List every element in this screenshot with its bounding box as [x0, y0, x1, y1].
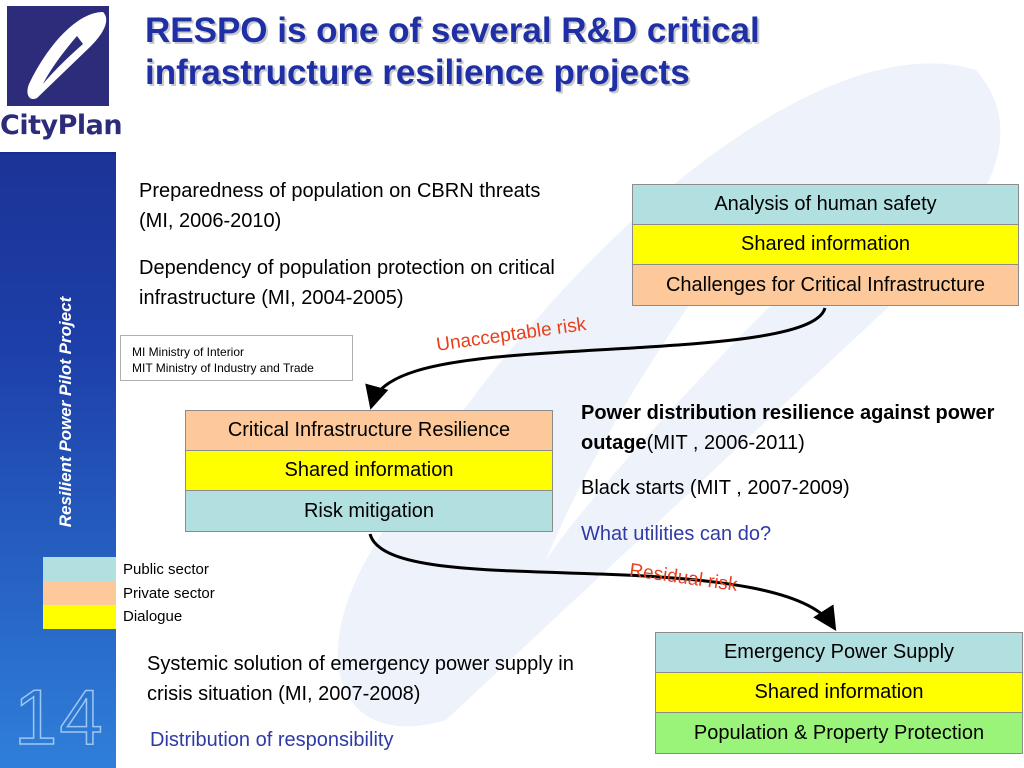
box-resilience: Critical Infrastructure Resilience Share… — [185, 410, 553, 532]
box-analysis: Analysis of human safety Shared informat… — [632, 184, 1019, 306]
legend-swatch-private — [43, 581, 116, 605]
project-power-distribution-title: Power distribution resilience against po… — [581, 402, 995, 454]
legend-swatch-dialogue — [43, 605, 116, 629]
box-resilience-row-public: Risk mitigation — [186, 491, 552, 531]
logo-name: CityPlan — [0, 110, 123, 141]
legend-label-private: Private sector — [123, 585, 215, 602]
project-emergency-supply: Systemic solution of emergency power sup… — [147, 653, 574, 705]
sidebar: CityPlan Resilient Power Pilot Project 1… — [0, 0, 123, 768]
project-dependency: Dependency of population protection on c… — [139, 257, 555, 309]
distribution-responsibility: Distribution of responsibility — [150, 729, 394, 751]
arrow-residual-risk — [368, 533, 837, 632]
legend-label-dialogue: Dialogue — [123, 608, 183, 625]
project-power-distribution: Power distribution resilience against po… — [581, 398, 1001, 458]
project-power-distribution-ref: (MIT , 2006-2011) — [646, 432, 805, 454]
project-cbrn: Preparedness of population on CBRN threa… — [139, 180, 541, 232]
abbrev-mit: MIT Ministry of Industry and Trade — [132, 361, 314, 375]
cityplan-logo-icon — [7, 6, 109, 106]
slide-number: 14 — [13, 672, 105, 762]
utilities-question: What utilities can do? — [581, 523, 772, 545]
project-black-starts: Black starts (MIT , 2007-2009) — [581, 477, 850, 499]
abbrev-mi: MI Ministry of Interior — [132, 345, 245, 359]
slide-title: RESPO is one of several R&D critical inf… — [145, 10, 885, 94]
abbreviations-box: MI Ministry of Interior MIT Ministry of … — [120, 335, 353, 381]
box-analysis-row-private: Challenges for Critical Infrastructure — [633, 265, 1018, 305]
title-line-1: RESPO is one of several R&D critical — [145, 11, 760, 50]
box-emergency: Emergency Power Supply Shared informatio… — [655, 632, 1023, 754]
box-emergency-row-public: Emergency Power Supply — [656, 633, 1022, 673]
box-resilience-row-private: Critical Infrastructure Resilience — [186, 411, 552, 451]
title-line-2: infrastructure resilience projects — [145, 53, 690, 92]
box-analysis-row-dialogue: Shared information — [633, 225, 1018, 265]
box-analysis-row-public: Analysis of human safety — [633, 185, 1018, 225]
box-emergency-row-dialogue: Shared information — [656, 673, 1022, 713]
box-resilience-row-dialogue: Shared information — [186, 451, 552, 491]
box-emergency-row-population: Population & Property Protection — [656, 713, 1022, 753]
logo: CityPlan — [0, 0, 123, 154]
legend-label-public: Public sector — [123, 561, 209, 578]
legend-swatch-public — [43, 557, 116, 581]
arrow-unacceptable-risk — [365, 307, 827, 410]
